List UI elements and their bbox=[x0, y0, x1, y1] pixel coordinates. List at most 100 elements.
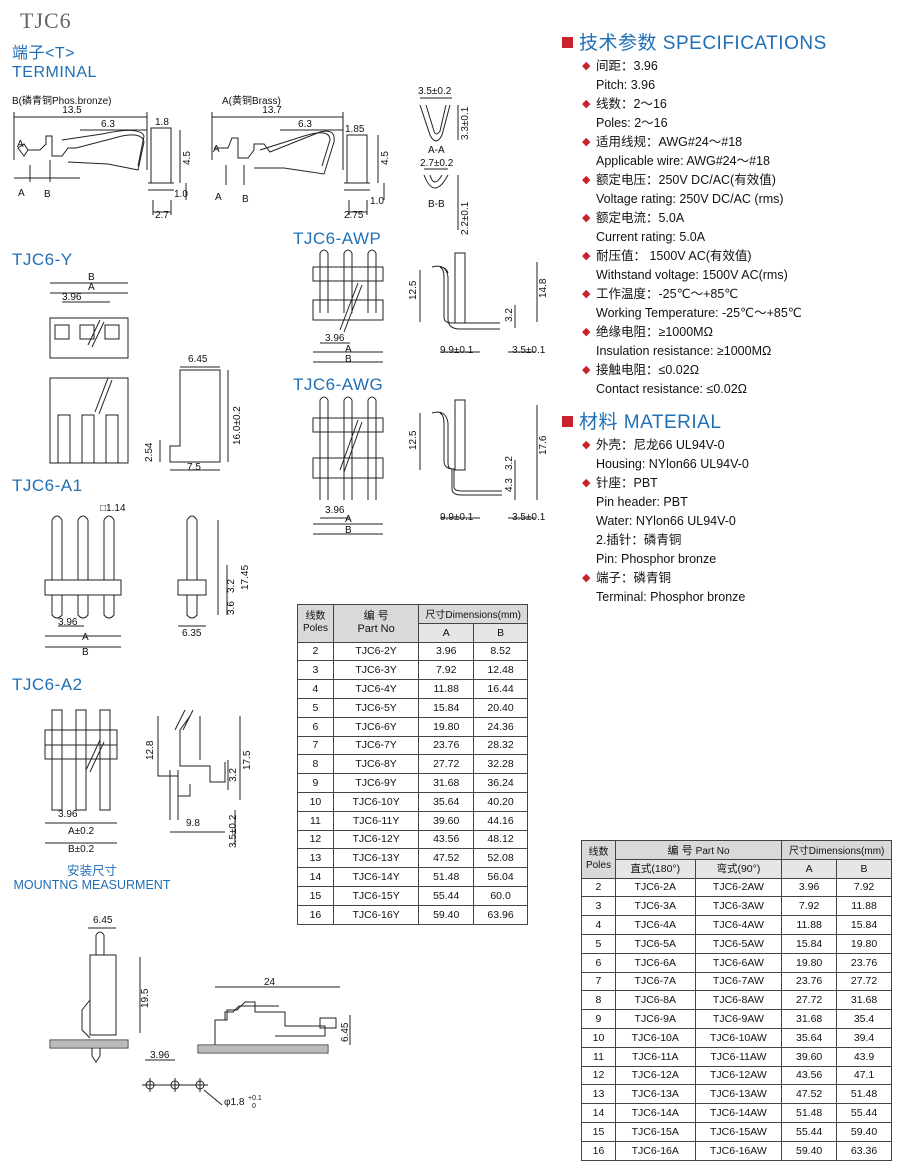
tjc6-awp-heading: TJC6-AWP bbox=[293, 229, 382, 248]
dim: 14.8 bbox=[538, 278, 549, 298]
spec-en: Withstand voltage: 1500V AC(rms) bbox=[596, 268, 788, 282]
dim: 6.45 bbox=[340, 1022, 351, 1042]
table-cell: 28.32 bbox=[473, 735, 528, 756]
dim: A-A bbox=[428, 145, 445, 156]
spec-en: Poles: 2～16 bbox=[596, 116, 668, 130]
table-cell: 47.52 bbox=[781, 1084, 838, 1105]
dim: 12.8 bbox=[145, 740, 156, 760]
spec-en: Contact resistance: ≤0.02Ω bbox=[596, 382, 748, 396]
table-cell: TJC6-11A bbox=[614, 1046, 696, 1067]
table-cell: TJC6-6Y bbox=[332, 716, 420, 737]
table-cell: 15 bbox=[297, 885, 334, 906]
table-cell: 15.84 bbox=[836, 915, 892, 935]
terminal-heading-en: TERMINAL bbox=[12, 64, 97, 81]
material-housing-cn: 外壳：尼龙66 UL94V-0 bbox=[596, 438, 725, 452]
material-pin2-en: Pin: Phosphor bronze bbox=[596, 552, 717, 566]
table-cell: TJC6-4Y bbox=[332, 679, 420, 699]
dim: 1.0 bbox=[174, 189, 188, 200]
table-cell: TJC6-10Y bbox=[332, 791, 420, 812]
table-cell: 63.96 bbox=[473, 904, 528, 925]
terminal-heading-cn: 端子<T> bbox=[12, 45, 75, 62]
table-cell: TJC6-15AW bbox=[694, 1121, 783, 1142]
mount-heading: 安装尺寸 MOUNTNG MEASURMENT bbox=[6, 864, 178, 892]
dim: 6.45 bbox=[93, 915, 113, 926]
diamond-icon: ◆ bbox=[582, 326, 591, 338]
table-cell: 13 bbox=[581, 1084, 616, 1105]
tjc6-y-side bbox=[159, 366, 229, 471]
dim: B bbox=[242, 194, 249, 205]
terminal-b-drawing bbox=[13, 112, 187, 215]
table-cell: 43.9 bbox=[836, 1046, 892, 1067]
material-pin-cn: 针座：PBT bbox=[596, 476, 658, 490]
table-cell: TJC6-8AW bbox=[694, 990, 783, 1011]
table-cell: 48.12 bbox=[473, 829, 528, 850]
table-cell: 63.36 bbox=[836, 1140, 892, 1161]
spec-cn: 耐压值： 1500V AC(有效值) bbox=[596, 249, 752, 263]
table-cell: 23.76 bbox=[836, 952, 892, 973]
diamond-icon: ◆ bbox=[582, 136, 591, 148]
dim: 3.96 bbox=[58, 809, 78, 820]
table-cell: TJC6-8Y bbox=[332, 754, 420, 775]
table-cell: 59.40 bbox=[836, 1121, 892, 1142]
table-cell: TJC6-5A bbox=[614, 933, 696, 954]
spec-cn: 接触电阻：≤0.02Ω bbox=[596, 363, 700, 377]
spec-en: Current rating: 5.0A bbox=[596, 230, 706, 244]
diamond-icon: ◆ bbox=[582, 439, 591, 451]
material-term-cn: 端子：磷青铜 bbox=[596, 571, 672, 585]
table-cell: 51.48 bbox=[781, 1103, 838, 1123]
dim: φ1.8 bbox=[224, 1097, 245, 1108]
col-header-a: A bbox=[781, 858, 838, 879]
material-heading: 材料 MATERIAL bbox=[562, 407, 892, 434]
dim: 3.5±0.2 bbox=[418, 86, 452, 97]
dim: 6.3 bbox=[298, 119, 312, 130]
tjc6-a2-front bbox=[44, 709, 118, 844]
mount-vertical-drawing bbox=[49, 927, 175, 1063]
table-cell: 7.92 bbox=[781, 896, 838, 917]
dim: 2.7 bbox=[155, 210, 169, 221]
mount-holes bbox=[142, 1078, 223, 1106]
dim: A bbox=[82, 632, 89, 643]
table-cell: 10 bbox=[581, 1027, 616, 1048]
dim: 3.2 bbox=[504, 308, 515, 322]
table-cell: 60.0 bbox=[473, 885, 528, 906]
table-cell: 52.08 bbox=[473, 848, 528, 869]
dim: B bbox=[345, 525, 352, 536]
table-cell: 3 bbox=[581, 896, 616, 917]
table-cell: 31.68 bbox=[781, 1009, 838, 1029]
header-en: Poles bbox=[302, 623, 328, 635]
table-cell: 12 bbox=[581, 1065, 616, 1086]
table-cell: 15 bbox=[581, 1121, 616, 1142]
dim: 4.3 bbox=[504, 478, 515, 492]
table-cell: 10 bbox=[297, 791, 334, 812]
table-cell: 6 bbox=[297, 716, 334, 737]
table-cell: 39.4 bbox=[836, 1027, 892, 1048]
dim: 19.5 bbox=[140, 988, 151, 1008]
dim: 12.5 bbox=[408, 430, 419, 450]
red-square-icon bbox=[562, 416, 573, 427]
table-cell: 11.88 bbox=[418, 679, 475, 699]
dim: A bbox=[17, 139, 24, 150]
col-header-straight: 直式(180°) bbox=[614, 858, 696, 879]
table-cell: TJC6-12AW bbox=[694, 1065, 783, 1086]
table-cell: 9 bbox=[581, 1009, 616, 1029]
tjc6-awp-front bbox=[312, 249, 384, 363]
col-header-poles: 线数 Poles bbox=[581, 840, 616, 879]
dim: B bbox=[88, 272, 95, 283]
table-cell: TJC6-13Y bbox=[332, 848, 420, 869]
spec-cn: 适用线规：AWG#24～#18 bbox=[596, 135, 743, 149]
tjc6-a1-heading: TJC6-A1 bbox=[12, 476, 83, 495]
table-cell: TJC6-11Y bbox=[332, 810, 420, 831]
page-title: TJC6 bbox=[20, 8, 72, 33]
table-cell: TJC6-12Y bbox=[332, 829, 420, 850]
dim: A bbox=[345, 514, 352, 525]
table-cell: TJC6-7A bbox=[614, 971, 696, 992]
table-cell: 12.48 bbox=[473, 660, 528, 681]
col-header-bent: 弯式(90°) bbox=[694, 858, 783, 879]
